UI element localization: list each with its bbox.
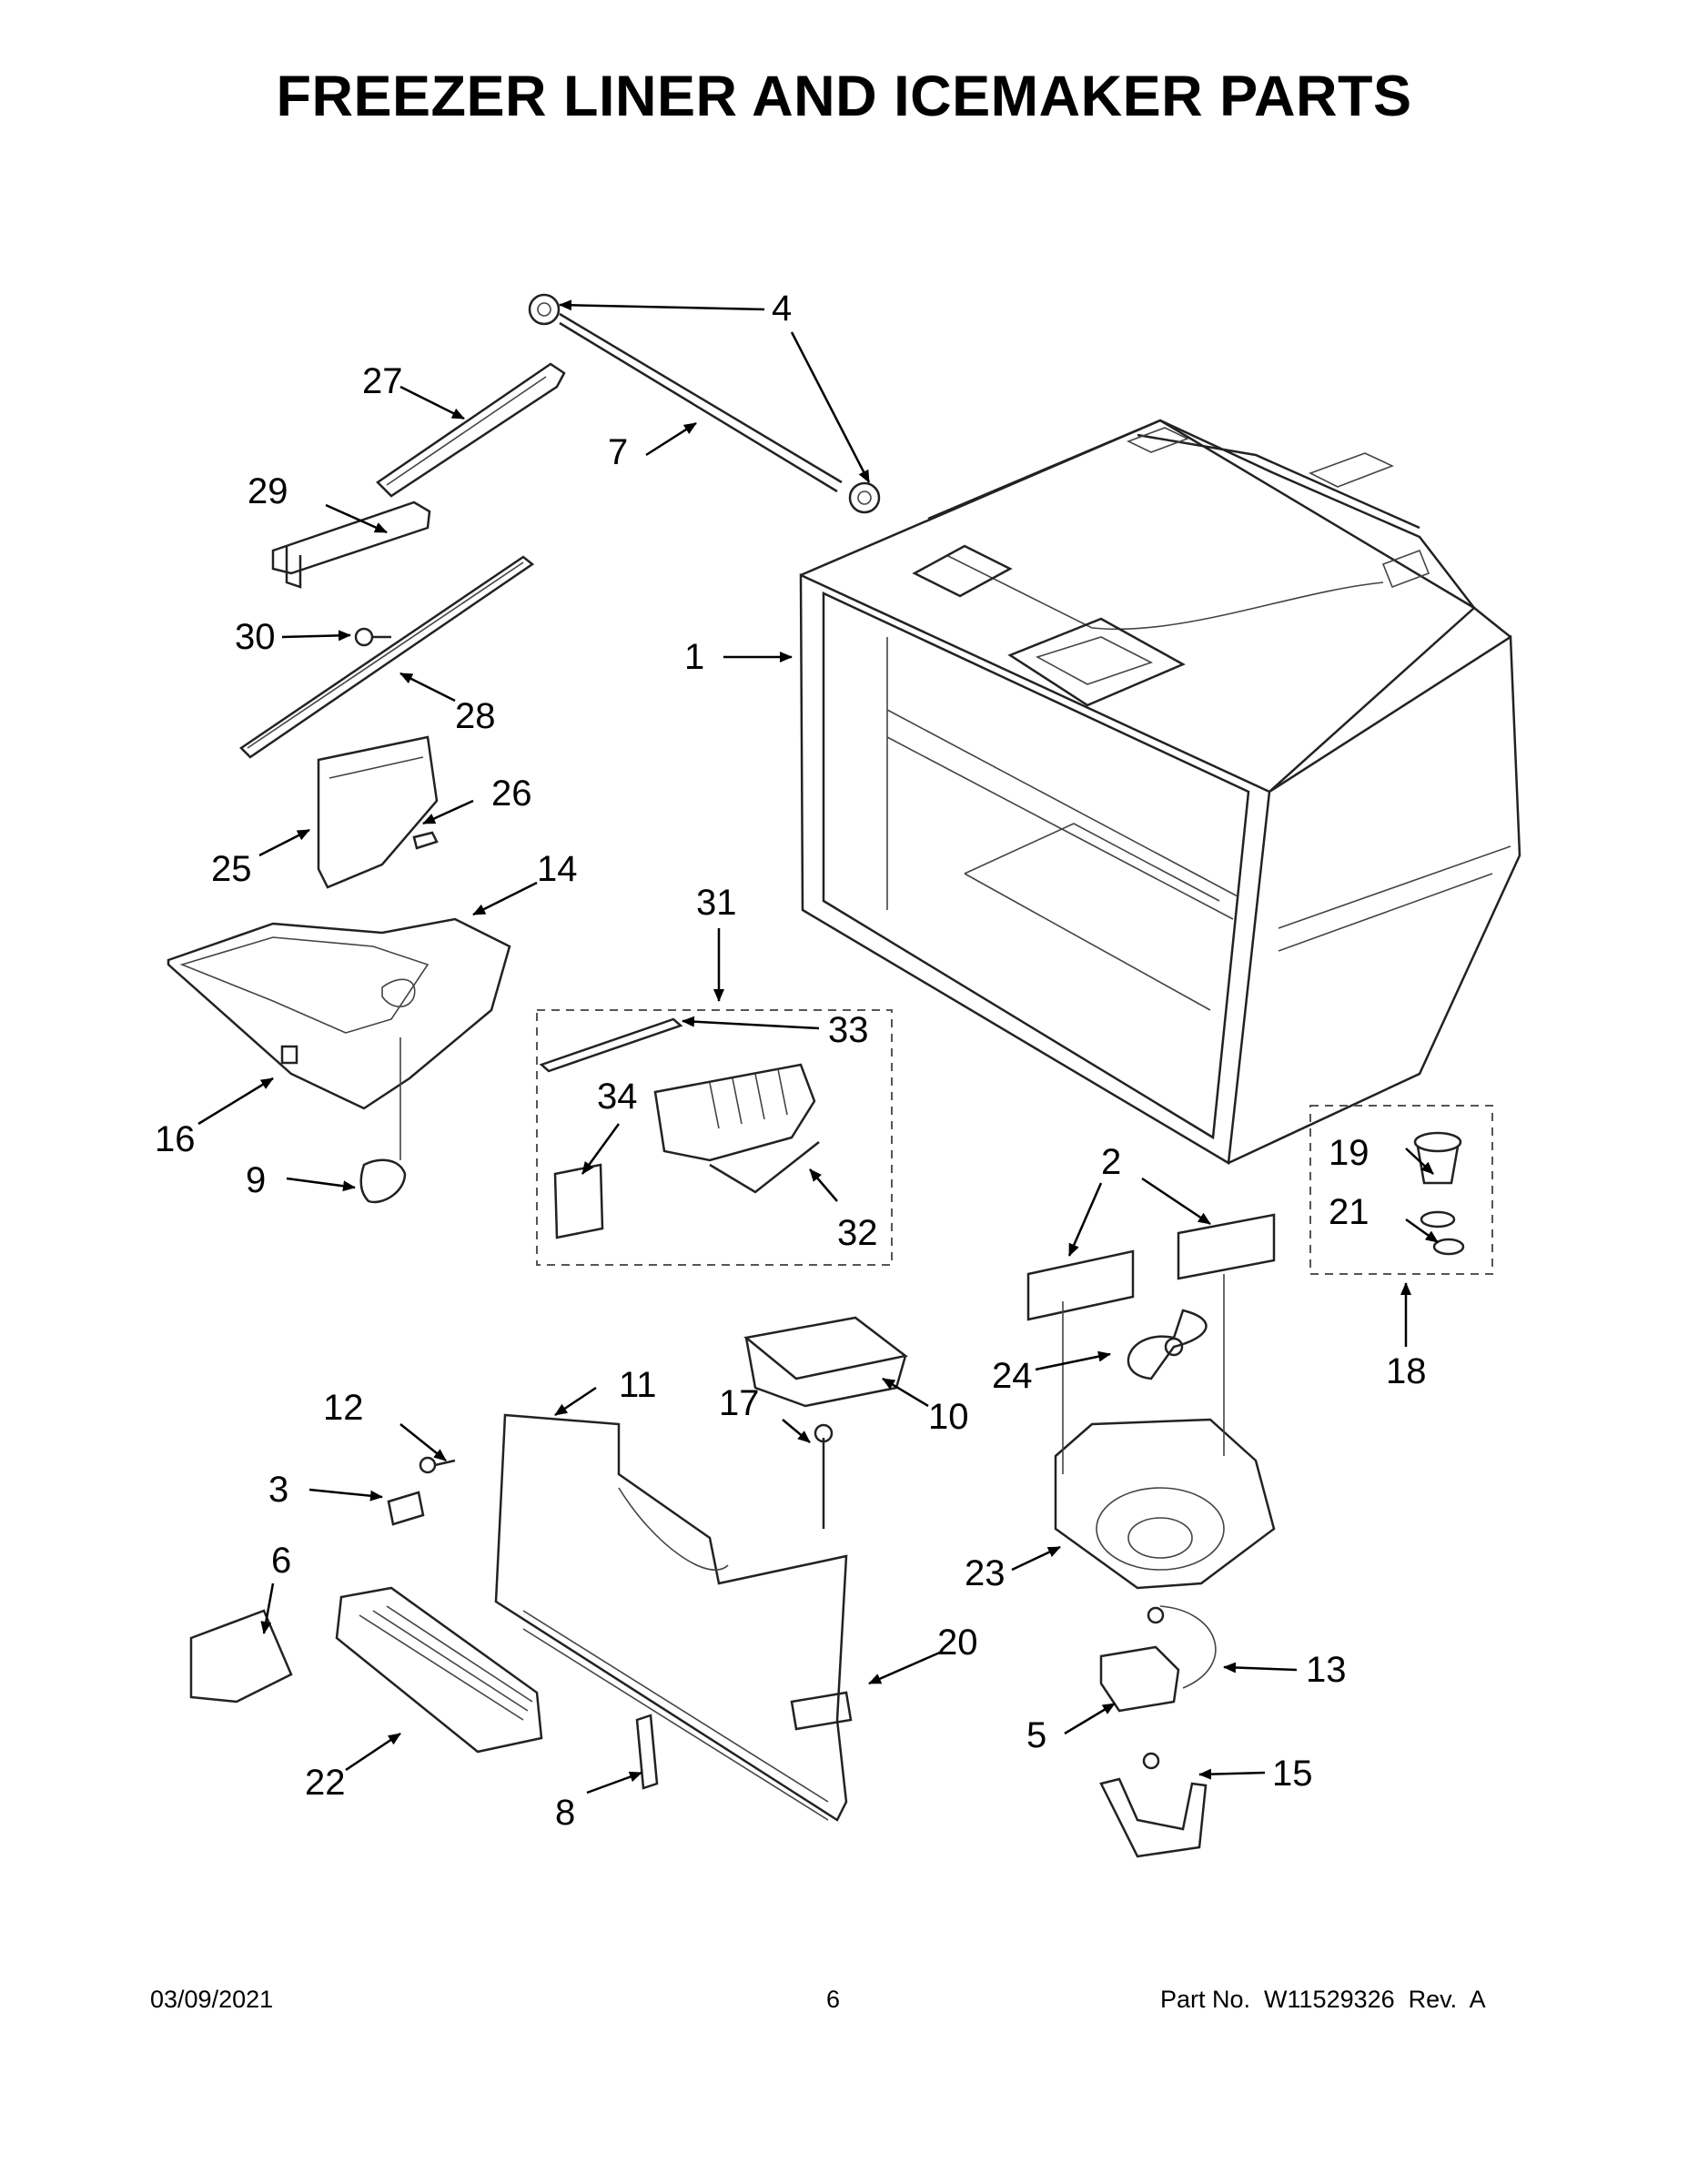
footer-part-number: Part No. W11529326 Rev. A: [1160, 1986, 1486, 2013]
callout-labels: 4 27 7 29 30 1 28 26 25 14 31 33 34 16 9…: [155, 288, 1427, 1833]
callout-2: 2: [1101, 1142, 1121, 1182]
footer-date: 03/09/2021: [150, 1986, 274, 2013]
callout-26: 26: [491, 774, 532, 814]
footer-page-number: 6: [826, 1986, 841, 2013]
rail-parts: [239, 362, 566, 759]
callout-4: 4: [772, 288, 792, 329]
callout-12: 12: [323, 1388, 364, 1428]
icemaker-kit: [536, 1009, 893, 1266]
callout-20: 20: [937, 1623, 978, 1663]
callout-11: 11: [619, 1365, 657, 1405]
callout-5: 5: [1026, 1715, 1046, 1755]
callout-7: 7: [608, 432, 628, 472]
callout-28: 28: [455, 696, 496, 736]
callout-23: 23: [965, 1553, 1006, 1593]
callout-13: 13: [1306, 1650, 1347, 1690]
page-title: FREEZER LINER AND ICEMAKER PARTS: [276, 65, 1412, 128]
gear-rod-assembly: [528, 293, 881, 514]
fan-shroud: [1054, 1274, 1276, 1590]
callout-19: 19: [1329, 1133, 1370, 1173]
callout-27: 27: [362, 361, 403, 401]
callout-21: 21: [1329, 1192, 1370, 1232]
callout-32: 32: [837, 1213, 878, 1253]
fan-blade: [1127, 1309, 1208, 1380]
freezer-liner: [799, 419, 1521, 1166]
callout-33: 33: [828, 1010, 869, 1050]
callout-10: 10: [928, 1397, 969, 1437]
fan-motor: [1099, 1605, 1217, 1858]
callout-29: 29: [248, 471, 288, 511]
callout-1: 1: [684, 637, 704, 677]
callout-17: 17: [719, 1383, 760, 1423]
leader-lines: [197, 299, 1439, 1795]
callout-30: 30: [235, 617, 276, 657]
callout-3: 3: [268, 1470, 288, 1510]
small-parts: [189, 1423, 834, 1754]
bracket: [317, 735, 439, 889]
ice-bin-tray: [167, 917, 511, 1204]
shelf-tray: [743, 1316, 908, 1408]
callout-31: 31: [696, 883, 737, 923]
callout-8: 8: [555, 1793, 575, 1833]
callout-15: 15: [1272, 1754, 1313, 1794]
callout-16: 16: [155, 1119, 196, 1159]
callout-34: 34: [597, 1077, 638, 1117]
callout-18: 18: [1386, 1351, 1427, 1391]
rear-panel: [494, 1413, 853, 1822]
callout-9: 9: [246, 1160, 266, 1200]
callout-24: 24: [992, 1356, 1033, 1396]
callout-25: 25: [211, 849, 252, 889]
valve-kit: [1309, 1105, 1493, 1275]
callout-22: 22: [305, 1763, 346, 1803]
callout-6: 6: [271, 1541, 291, 1581]
insulation-pads: [1026, 1213, 1276, 1321]
callout-14: 14: [537, 849, 578, 889]
